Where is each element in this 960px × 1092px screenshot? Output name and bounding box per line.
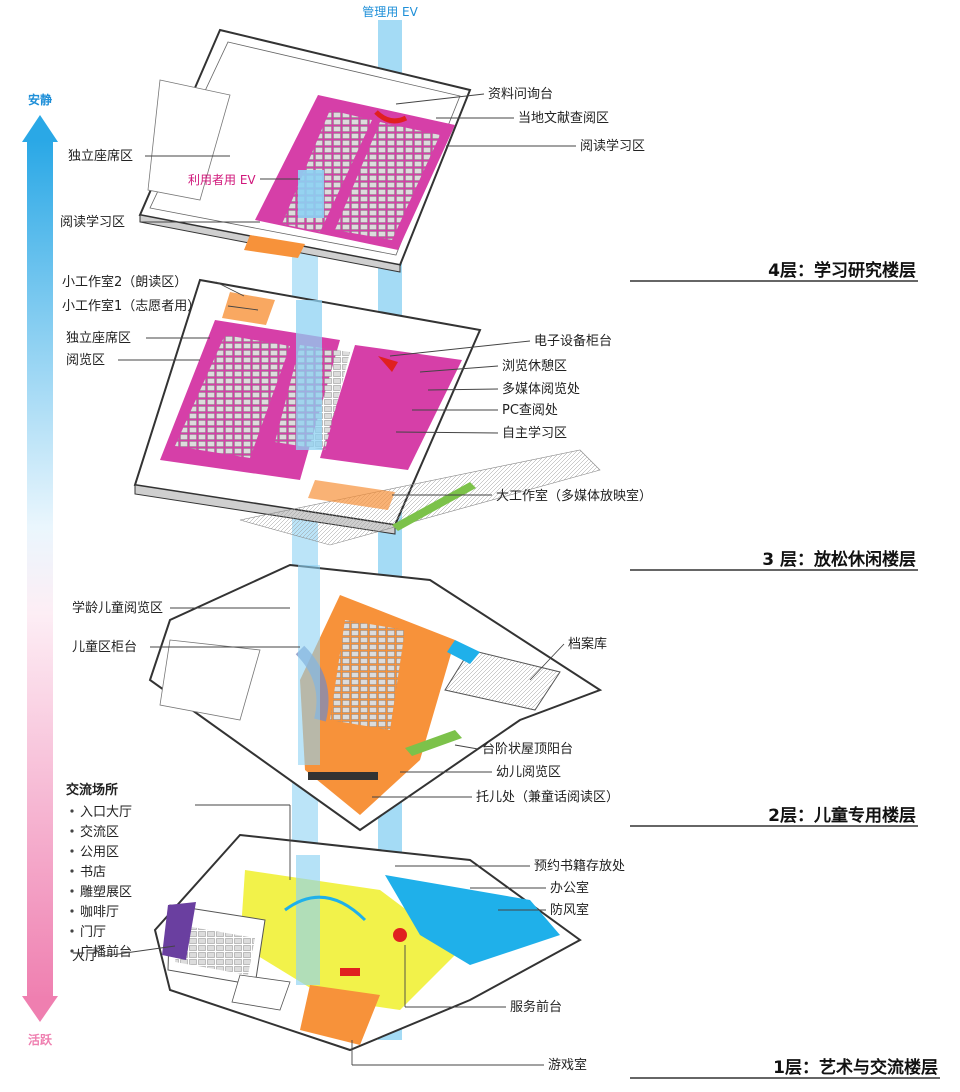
quiet-active-axis: 安静 活跃	[22, 92, 58, 1047]
staff-ev-label: 管理用 EV	[362, 4, 418, 19]
f3-label-pc-lookup: PC查阅处	[502, 403, 558, 418]
f1-exchange-title: 交流场所	[66, 782, 118, 798]
list-item: 门厅	[80, 925, 106, 940]
f3-label-small-studio2: 小工作室2（朗读区）	[62, 274, 187, 290]
f1-label-reservation-storage: 预约书籍存放处	[534, 858, 625, 874]
axis-top-label: 安静	[28, 92, 52, 107]
f3-label-browse-lounge: 浏览休憩区	[502, 358, 567, 374]
axis-arrow-bottom-icon	[22, 996, 58, 1022]
f2-label-terrace: 台阶状屋顶阳台	[482, 742, 573, 757]
f3-label-device-counter: 电子设备柜台	[534, 333, 612, 349]
f2-label-nursery: 托儿处（兼童话阅读区）	[476, 789, 619, 805]
f4-small-room	[244, 235, 305, 258]
f3-label-small-studio1: 小工作室1（志愿者用）	[62, 298, 200, 314]
f3-label-self-study: 自主学习区	[502, 425, 567, 441]
f2-label-infant-reading: 幼儿阅览区	[496, 764, 561, 780]
f3-label-independent-seats: 独立座席区	[66, 330, 131, 346]
f3-green-strip	[392, 482, 476, 531]
f1-label-playroom: 游戏室	[548, 1057, 587, 1073]
f4-label-reading-study-left: 阅读学习区	[60, 214, 125, 230]
f2-label-archive: 档案库	[568, 636, 607, 652]
f1-exchange-list: 入口大厅 交流区 公用区 书店 雕塑展区 咖啡厅 门厅 广播前台	[70, 805, 132, 960]
user-ev-label: 利用者用 EV	[188, 173, 256, 187]
floor-2-title: 2层：儿童专用楼层	[768, 805, 916, 826]
f4-label-reference-desk: 资料问询台	[488, 87, 553, 102]
floor-4-title: 4层：学习研究楼层	[768, 260, 916, 281]
floor-4-plan	[138, 28, 472, 273]
f2-label-children-counter: 儿童区柜台	[72, 639, 137, 655]
list-item: 公用区	[80, 845, 119, 860]
f4-label-local-docs: 当地文献查阅区	[518, 111, 609, 126]
f1-purple-strip	[162, 902, 196, 960]
f2-terrace	[405, 730, 462, 756]
floor-3-plan	[133, 278, 601, 546]
floor-2-plan	[148, 563, 603, 832]
f1-label-windbreak: 防风室	[550, 902, 589, 918]
axis-bottom-label: 活跃	[28, 1032, 53, 1047]
list-item: 书店	[80, 865, 106, 880]
f3-big-studio	[308, 480, 395, 510]
f1-label-hall: 大厅	[72, 949, 98, 964]
list-item: 交流区	[80, 824, 119, 840]
axis-arrow-top-icon	[22, 115, 58, 142]
floor-1-title: 1层：艺术与交流楼层	[773, 1057, 938, 1078]
list-item: 广播前台	[80, 944, 132, 960]
floor-1-plan	[153, 833, 582, 1052]
f1-playroom	[300, 985, 380, 1045]
f4-label-reading-study-right: 阅读学习区	[580, 138, 645, 154]
axis-bar	[27, 140, 53, 1000]
f1-label-service-desk: 服务前台	[510, 999, 562, 1015]
f2-label-school-children: 学龄儿童阅览区	[72, 600, 163, 616]
f3-label-reading-room: 阅览区	[66, 352, 105, 368]
f3-label-multimedia: 多媒体阅览处	[502, 381, 580, 397]
f4-reference-desk-mark	[374, 110, 408, 124]
f3-label-big-studio: 大工作室（多媒体放映室）	[496, 488, 652, 504]
f1-office-area	[385, 875, 560, 965]
list-item: 咖啡厅	[80, 905, 119, 920]
list-item: 雕塑展区	[80, 885, 132, 900]
list-item: 入口大厅	[80, 805, 132, 820]
f2-archive	[444, 649, 561, 711]
f3-media-area	[320, 345, 462, 470]
f1-label-office: 办公室	[550, 880, 589, 896]
f4-label-independent-seats: 独立座席区	[68, 148, 133, 164]
floor-3-title: 3 层：放松休闲楼层	[762, 549, 916, 570]
